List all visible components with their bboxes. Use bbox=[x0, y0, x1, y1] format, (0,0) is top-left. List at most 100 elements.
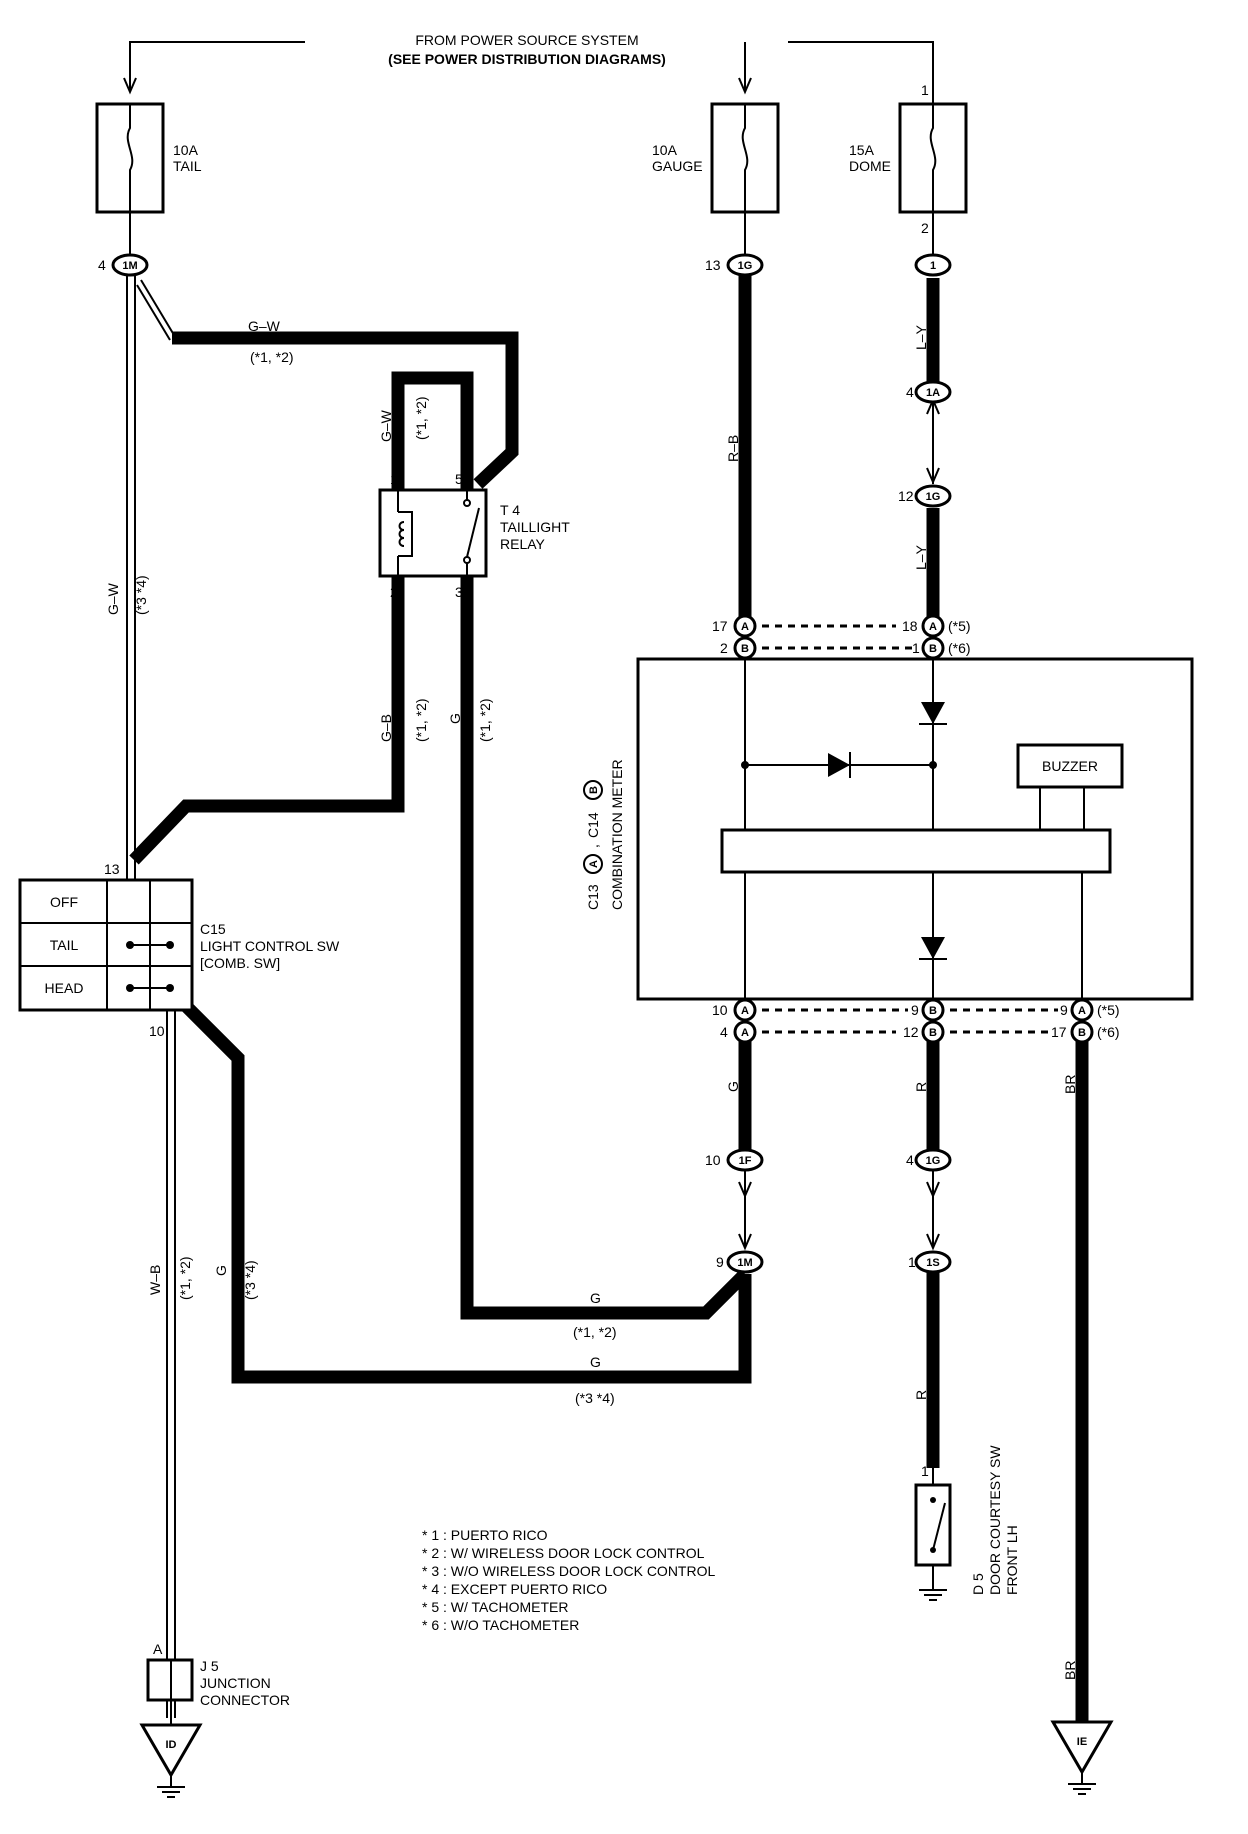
light-switch-name-1: LIGHT CONTROL SW bbox=[200, 938, 340, 954]
svg-text:1G: 1G bbox=[926, 491, 941, 503]
door-switch-name-2: FRONT LH bbox=[1004, 1525, 1020, 1595]
fuse-gauge-amp: 10A bbox=[652, 142, 678, 158]
wire-label-br-top: BR bbox=[1062, 1075, 1078, 1094]
note-g-switch: (*3 *4) bbox=[242, 1260, 258, 1300]
wire-label-g-low: G bbox=[590, 1354, 601, 1370]
relay-name-1: TAILLIGHT bbox=[500, 519, 570, 535]
arrow-1f bbox=[738, 1181, 752, 1199]
relay-pin-1: 1 bbox=[390, 471, 398, 487]
pin-1m-top: 4 bbox=[98, 257, 106, 273]
wire-gw-upper bbox=[172, 331, 519, 489]
buzzer-label: BUZZER bbox=[1042, 758, 1098, 774]
meter-pin-a-18: A bbox=[921, 614, 945, 638]
svg-text:1M: 1M bbox=[122, 260, 137, 272]
wire-label-g-relay: G bbox=[447, 713, 463, 724]
switch-pin-10: 10 bbox=[149, 1023, 165, 1039]
wire-label-ly-top: L–Y bbox=[913, 324, 929, 350]
pin-1a: 4 bbox=[906, 384, 914, 400]
relay-pin-5: 5 bbox=[455, 471, 463, 487]
meter-pin-b-17: B bbox=[1070, 1020, 1094, 1044]
fuse-dome-amp: 15A bbox=[849, 142, 875, 158]
door-switch-box bbox=[914, 1483, 952, 1567]
meter-pin-a-4: A bbox=[733, 1020, 757, 1044]
junction-pin: A bbox=[153, 1641, 163, 1657]
pin-10a: 10 bbox=[712, 1002, 728, 1018]
pin-1g-low: 4 bbox=[906, 1152, 914, 1168]
connector-1g-mid: 1G bbox=[914, 484, 952, 508]
meter-name: COMBINATION METER bbox=[609, 759, 625, 910]
meter-pin-a-10: A bbox=[733, 998, 757, 1022]
svg-text:B: B bbox=[929, 643, 937, 655]
svg-text:A: A bbox=[741, 1027, 749, 1039]
relay-coil-frame bbox=[398, 511, 413, 557]
meter-circuit-block bbox=[720, 828, 1112, 874]
svg-text:A: A bbox=[1078, 1005, 1086, 1017]
svg-text:A: A bbox=[741, 1005, 749, 1017]
legend-item-6: * 6 : W/O TACHOMETER bbox=[422, 1617, 579, 1633]
pin-dome-top: 1 bbox=[921, 82, 929, 98]
note-g-low: (*3 *4) bbox=[575, 1390, 615, 1406]
header-line-1: FROM POWER SOURCE SYSTEM bbox=[415, 32, 638, 48]
wire-gw-branch-a bbox=[136, 284, 171, 341]
meter-pin-b-2: B bbox=[733, 636, 757, 660]
feed-left bbox=[129, 41, 305, 92]
meter-pin-b-1: B bbox=[921, 636, 945, 660]
wire-label-br-bottom: BR bbox=[1062, 1661, 1078, 1680]
note-gw-left: (*3 *4) bbox=[133, 575, 149, 615]
svg-text:1: 1 bbox=[930, 260, 936, 272]
wire-label-gw-top: G–W bbox=[248, 318, 281, 334]
svg-text:C14: C14 bbox=[585, 812, 601, 838]
wire-label-r-door: R bbox=[913, 1390, 929, 1400]
wire-gw-branch-b bbox=[140, 279, 175, 336]
legend-item-1: * 1 : PUERTO RICO bbox=[422, 1527, 548, 1543]
door-switch-blade bbox=[932, 1502, 946, 1551]
fuse-tail-name: TAIL bbox=[173, 158, 202, 174]
note-wb: (*1, *2) bbox=[177, 1256, 193, 1300]
wire-label-g-meter: G bbox=[725, 1081, 741, 1092]
junction-name-2: CONNECTOR bbox=[200, 1692, 290, 1708]
wire-g-switch-to-1m bbox=[175, 995, 752, 1384]
diode-top bbox=[921, 702, 945, 724]
relay-contact-top bbox=[463, 499, 471, 507]
wire-label-gw-left: G–W bbox=[105, 582, 121, 615]
switch-pin-13: 13 bbox=[104, 861, 120, 877]
light-switch-name-2: [COMB. SW] bbox=[200, 955, 280, 971]
legend: * 1 : PUERTO RICO * 2 : W/ WIRELESS DOOR… bbox=[422, 1527, 715, 1633]
junction-code: J 5 bbox=[200, 1658, 219, 1674]
pin-1b: 1 bbox=[912, 640, 920, 656]
connector-1g-gauge: 1G bbox=[726, 253, 764, 277]
fuse-gauge-element bbox=[741, 104, 749, 212]
legend-item-4: * 4 : EXCEPT PUERTO RICO bbox=[422, 1581, 607, 1597]
door-switch-name-1: DOOR COURTESY SW bbox=[987, 1445, 1003, 1595]
svg-text:1G: 1G bbox=[738, 260, 753, 272]
meter-label: C13 A , C14 B bbox=[583, 780, 603, 910]
svg-text:B: B bbox=[929, 1005, 937, 1017]
relay-pin-3: 3 bbox=[455, 584, 463, 600]
svg-text:B: B bbox=[1078, 1027, 1086, 1039]
legend-item-3: * 3 : W/O WIRELESS DOOR LOCK CONTROL bbox=[422, 1563, 715, 1579]
pin-1g-mid: 12 bbox=[898, 488, 914, 504]
switch-contact-head bbox=[126, 984, 174, 992]
wire-label-gb: G–B bbox=[378, 714, 394, 742]
pin-dome-bottom: 2 bbox=[921, 220, 929, 236]
pin-1g-gauge: 13 bbox=[705, 257, 721, 273]
switch-contact-tail bbox=[126, 941, 174, 949]
door-ground-icon bbox=[918, 1577, 948, 1601]
ground-ie-triangle bbox=[1050, 1720, 1114, 1775]
pin-12b: 12 bbox=[903, 1024, 919, 1040]
wire-label-rb: R–B bbox=[725, 435, 741, 462]
meter-pin-b-12: B bbox=[921, 1020, 945, 1044]
junction-name-1: JUNCTION bbox=[200, 1675, 271, 1691]
pin-2b: 2 bbox=[720, 640, 728, 656]
arrow-1g-low bbox=[926, 1181, 940, 1199]
relay-code: T 4 bbox=[500, 502, 520, 518]
light-switch-code: C15 bbox=[200, 921, 226, 937]
feed-right bbox=[788, 41, 934, 104]
header-line-2: (SEE POWER DISTRIBUTION DIAGRAMS) bbox=[388, 51, 666, 67]
switch-pos-tail: TAIL bbox=[50, 937, 79, 953]
ground-id-triangle bbox=[139, 1723, 203, 1778]
pin-9b: 9 bbox=[911, 1002, 919, 1018]
connector-1m-low: 1M bbox=[726, 1250, 764, 1274]
svg-text:B: B bbox=[929, 1027, 937, 1039]
